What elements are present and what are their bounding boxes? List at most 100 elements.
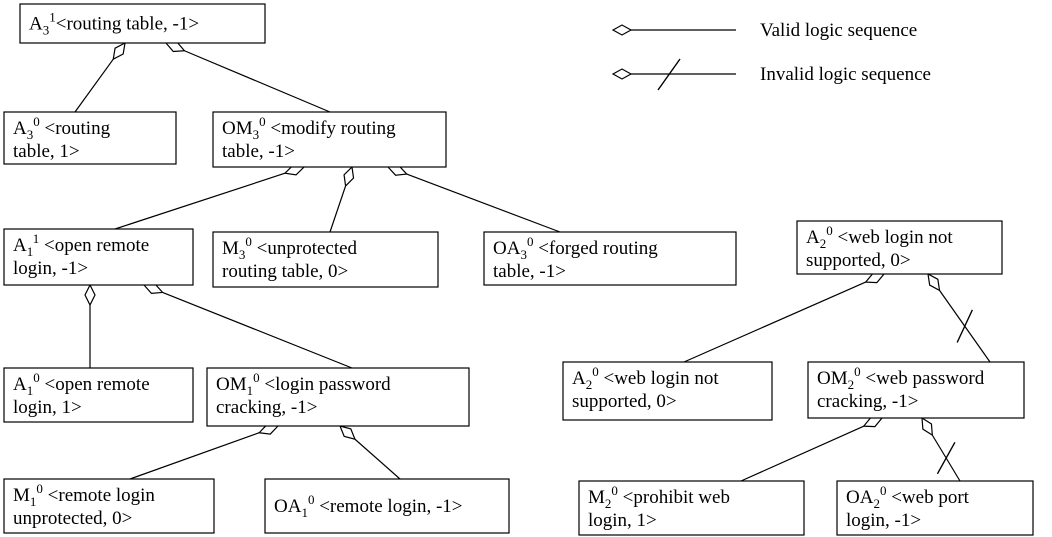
- edge-line: [114, 172, 286, 230]
- node-box: [3, 111, 177, 165]
- node-symbol: OM: [817, 368, 848, 389]
- node-superscript: 0: [592, 364, 599, 379]
- nodes-layer: A31<routing table, -1>A30 <routingtable,…: [3, 3, 1034, 536]
- node-symbol: A: [29, 14, 43, 35]
- node-description: <remote login, -1>: [314, 496, 462, 517]
- node-description: <routing: [40, 118, 111, 139]
- node-box: [212, 111, 447, 168]
- node-symbol: A: [13, 235, 27, 256]
- edge-a1-1-to-a1-0: [84, 283, 96, 368]
- node-subscript: 3: [520, 247, 527, 262]
- node-label: A11 <open remote: [13, 231, 149, 259]
- node-superscript: 0: [527, 234, 534, 249]
- node-description: <remote login: [43, 485, 156, 506]
- node-subscript: 3: [27, 127, 34, 142]
- node-symbol: M: [13, 485, 30, 506]
- node-description: <open remote: [39, 235, 149, 256]
- node-superscript: 1: [49, 10, 56, 25]
- node-label-continued: routing table, 0>: [222, 261, 348, 282]
- node-superscript: 0: [308, 492, 315, 507]
- node-box: [3, 478, 215, 534]
- node-symbol: A: [572, 368, 586, 389]
- edge-om1-0-to-oa1-0: [338, 425, 401, 480]
- node-description: <open remote: [40, 374, 150, 395]
- node-subscript: 1: [301, 505, 308, 520]
- node-superscript: 0: [245, 234, 252, 249]
- node-description: <web port: [886, 487, 969, 508]
- node-subscript: 3: [253, 127, 260, 142]
- legend-invalid-tick-icon: [657, 58, 681, 91]
- node-a3-1: A31<routing table, -1>: [19, 3, 266, 44]
- aggregation-diamond-icon: [864, 272, 886, 284]
- aggregation-diamond-icon: [343, 165, 355, 188]
- node-subscript: 3: [43, 23, 50, 38]
- node-description: <forged routing: [533, 238, 658, 259]
- node-label-continued: unprotected, 0>: [13, 508, 132, 529]
- edge-om3-0-to-a1-1: [114, 164, 306, 230]
- node-superscript: 1: [33, 231, 40, 246]
- node-label: A31<routing table, -1>: [29, 10, 199, 38]
- node-box: [807, 361, 1025, 419]
- node-label-continued: cracking, -1>: [817, 391, 918, 412]
- edge-a1-1-to-om1-0: [142, 283, 353, 369]
- node-subscript: 1: [30, 494, 37, 509]
- invalid-tick-icon: [936, 441, 956, 475]
- node-box: [3, 367, 194, 423]
- aggregation-diamond-icon: [927, 272, 941, 292]
- node-symbol: A: [806, 227, 820, 248]
- node-label-continued: login, 1>: [588, 510, 657, 531]
- node-label-continued: login, 1>: [13, 397, 82, 418]
- edge-line: [129, 432, 260, 480]
- node-box: [836, 480, 1034, 536]
- node-subscript: 2: [873, 496, 880, 511]
- edge-om3-0-to-oa3-0: [386, 165, 561, 233]
- node-description: <web login not: [833, 227, 954, 248]
- edge-a2-0-root-to-a2-0: [683, 272, 886, 363]
- edge-om2-0-to-m2-0: [740, 416, 884, 482]
- node-label-continued: table, -1>: [222, 141, 295, 162]
- node-box: [206, 367, 470, 427]
- node-label: M30 <unprotected: [222, 234, 358, 262]
- edge-om2-0-to-oa2-0: [921, 416, 961, 482]
- node-box: [483, 231, 737, 286]
- node-superscript: 0: [33, 370, 40, 385]
- node-label-continued: supported, 0>: [806, 250, 911, 271]
- node-box: [562, 361, 773, 421]
- invalid-tick-icon: [956, 309, 973, 343]
- node-description: <unprotected: [252, 238, 358, 259]
- aggregation-diamond-icon: [862, 416, 884, 428]
- node-box: [19, 3, 266, 44]
- edges-layer: [74, 41, 991, 482]
- edge-a3-1-to-a3-0: [74, 41, 126, 113]
- node-superscript: 0: [826, 223, 833, 238]
- node-label: OA20 <web port: [846, 483, 970, 511]
- edge-line: [683, 281, 866, 363]
- edge-line: [740, 425, 864, 482]
- edge-om3-0-to-m3-0: [329, 165, 355, 233]
- legend-valid-diamond-icon: [611, 24, 633, 36]
- node-label: A20 <web login not: [572, 364, 719, 392]
- node-subscript: 1: [27, 383, 34, 398]
- node-label: OM30 <modify routing: [222, 114, 396, 142]
- node-description: <modify routing: [266, 118, 396, 139]
- node-symbol: OM: [222, 118, 253, 139]
- edge-a3-1-to-om3-0: [164, 41, 331, 113]
- node-label: M20 <prohibit web: [588, 483, 730, 511]
- node-subscript: 2: [848, 377, 855, 392]
- edge-line: [162, 291, 353, 369]
- node-label-continued: table, 1>: [13, 141, 80, 162]
- node-box: [264, 478, 510, 534]
- node-superscript: 0: [611, 483, 618, 498]
- legend-invalid-label: Invalid logic sequence: [760, 64, 931, 85]
- node-label: OA30 <forged routing: [493, 234, 658, 262]
- edge-om1-0-to-m1-0: [129, 424, 280, 480]
- node-superscript: 0: [854, 364, 861, 379]
